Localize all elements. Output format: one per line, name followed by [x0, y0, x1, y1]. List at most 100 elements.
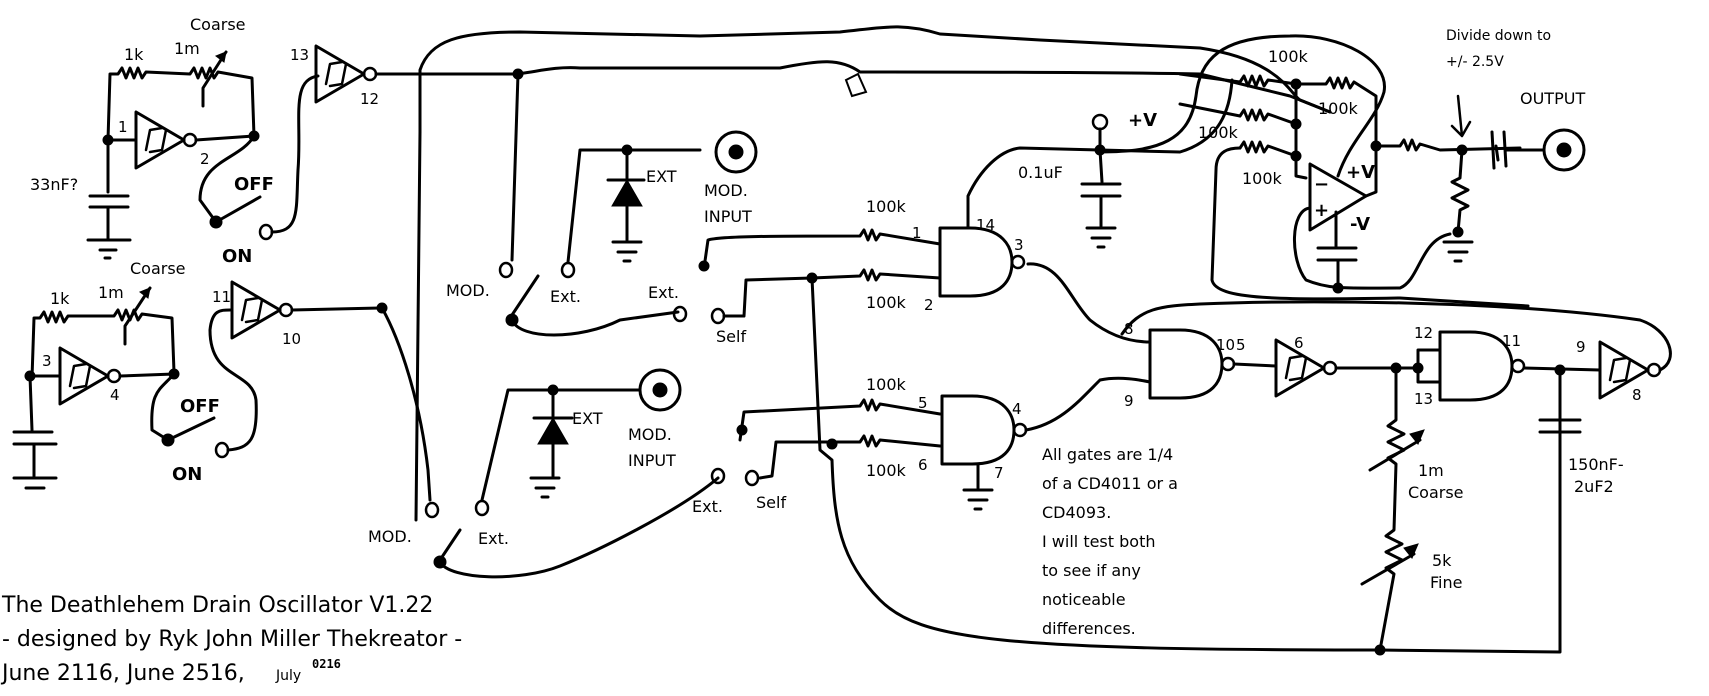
pin-label: 11 [212, 288, 231, 306]
output-label: OUTPUT [1520, 89, 1585, 108]
gate-note: All gates are 1/4 of a CD4011 or a CD409… [1042, 445, 1178, 638]
designer-credit: - designed by Ryk John Miller Thekreator… [2, 627, 462, 652]
pin-label: 3 [42, 352, 52, 370]
pin-label: 10 [282, 330, 301, 348]
mod-section-bottom: MOD. Ext. EXT MOD. INPUT Ext. Self [368, 306, 786, 579]
opamp-plus-label: + [1314, 200, 1329, 221]
power-supply: +V 0.1uF [1018, 78, 1234, 249]
nand-2: 100k 100k 5 6 4 7 [736, 375, 1028, 511]
timing-network: 1m Coarse 5k Fine 150nF- 2uF2 [1360, 366, 1624, 652]
revision-date-handwritten: July [275, 668, 301, 684]
pin-label: 13 [1414, 390, 1433, 408]
mod-section-top: MOD. Ext. EXT MOD. INPUT Ext. Self [446, 130, 758, 346]
osc-a-switch-on-label[interactable]: ON [222, 246, 252, 267]
jack-label: MOD. [704, 181, 748, 200]
ext-switch-label: Ext. [478, 529, 509, 548]
pin-label: 7 [994, 464, 1004, 482]
resistor-label: 100k [866, 293, 907, 312]
resistor-label: 100k [866, 375, 907, 394]
buffer-top: 13 12 [290, 44, 379, 108]
mod-input-jack-top[interactable] [714, 130, 758, 174]
mixer-resistor-label: 100k [1242, 169, 1283, 188]
osc-b-pot-value: 1m [98, 283, 124, 302]
nand-3: 8 9 10 [1024, 262, 1236, 432]
mixer-resistor-label: 100k [1198, 123, 1239, 142]
pin-label: 3 [1014, 236, 1024, 254]
output-notes: Divide down to +/- 2.5V OUTPUT [1446, 28, 1585, 108]
note-line: differences. [1042, 619, 1136, 638]
pin-label: 1 [912, 224, 922, 242]
inverter-5-6: 5 6 [1236, 334, 1338, 398]
nand-gate-1-icon [938, 226, 1026, 298]
timing-cap-label: 150nF- [1568, 455, 1624, 474]
jack-label: MOD. [628, 425, 672, 444]
selector-self-label[interactable]: Self [716, 327, 746, 346]
pin-label: 12 [1414, 324, 1433, 342]
osc-a-pot-label: Coarse [190, 15, 246, 34]
vplus-label: +V [1128, 110, 1157, 131]
output-jack[interactable] [1542, 128, 1586, 172]
selector-self-label[interactable]: Self [756, 493, 786, 512]
pin-label: 4 [1012, 400, 1022, 418]
pot-coarse-value: 1m [1418, 461, 1444, 480]
mod-input-jack-bottom[interactable] [638, 368, 682, 412]
osc-a-pot-value: 1m [174, 39, 200, 58]
pin-label: 14 [976, 216, 995, 234]
revision-date-superscript: 0216 [312, 657, 341, 671]
inverter-a-icon [134, 110, 198, 170]
buffer-bottom: 11 10 [212, 280, 301, 348]
ext-switch-label: Ext. [550, 287, 581, 306]
pot-fine-label: Fine [1430, 573, 1462, 592]
osc-b-switch-off-label[interactable]: OFF [180, 396, 220, 417]
opamp-minus-label: − [1314, 174, 1329, 195]
pin-label: 11 [1502, 332, 1521, 350]
selector-ext-label[interactable]: Ext. [648, 283, 679, 302]
diagram-title: The Deathlehem Drain Oscillator V1.22 [1, 593, 433, 618]
mixer-resistor-label: 100k [1318, 99, 1359, 118]
pin-label: 5 [918, 394, 928, 412]
note-line: to see if any [1042, 561, 1141, 580]
osc-b-resistor-label: 1k [50, 289, 70, 308]
output-note: Divide down to [1446, 28, 1551, 44]
opamp-vminus-label: -V [1350, 214, 1370, 235]
oscillator-a: 1k 1m Coarse 33nF? 1 2 OFF ON [30, 15, 320, 267]
pin-label: 9 [1124, 392, 1134, 410]
pin-label: 8 [1632, 386, 1642, 404]
osc-a-switch-off-label[interactable]: OFF [234, 174, 274, 195]
mod-switch-label: MOD. [446, 281, 490, 300]
mod-switch-label: MOD. [368, 527, 412, 546]
resistor-label: 100k [866, 461, 907, 480]
mixer-resistor-label: 100k [1268, 47, 1309, 66]
pin-label: 4 [110, 386, 120, 404]
jack-label: INPUT [628, 451, 676, 470]
pin-label: 9 [1576, 338, 1586, 356]
pin-label: 1 [118, 118, 128, 136]
osc-b-switch-on-label[interactable]: ON [172, 464, 202, 485]
note-line: noticeable [1042, 590, 1126, 609]
osc-b-pot-label: Coarse [130, 259, 186, 278]
timing-cap-label: 2uF2 [1574, 477, 1614, 496]
mixer-stage: 100k 100k 100k 100k − + +V -V [1098, 34, 1586, 308]
title-block: The Deathlehem Drain Oscillator V1.22 - … [0, 593, 462, 686]
resistor-label: 100k [866, 197, 907, 216]
output-note: +/- 2.5V [1446, 54, 1504, 70]
nand-1: 100k 100k 1 2 3 14 [698, 146, 1102, 318]
pin-label: 13 [290, 46, 309, 64]
jack-label: INPUT [704, 207, 752, 226]
inverter-9-8-icon [1598, 340, 1662, 400]
note-line: of a CD4011 or a [1042, 474, 1178, 493]
diode-label: EXT [646, 167, 677, 186]
pin-label: 2 [924, 296, 934, 314]
note-line: CD4093. [1042, 503, 1111, 522]
osc-a-cap-label: 33nF? [30, 175, 78, 194]
nand-4: 12 13 11 [1414, 324, 1526, 408]
pot-fine-value: 5k [1432, 551, 1452, 570]
inverter-9-8: 9 8 [1576, 338, 1662, 404]
selector-ext-label[interactable]: Ext. [692, 497, 723, 516]
pin-label: 5 [1236, 336, 1246, 354]
pin-label: 2 [200, 150, 210, 168]
osc-a-resistor-label: 1k [124, 45, 144, 64]
vplus-terminal [1091, 113, 1109, 131]
revision-dates: June 2116, June 2516, [0, 661, 245, 686]
